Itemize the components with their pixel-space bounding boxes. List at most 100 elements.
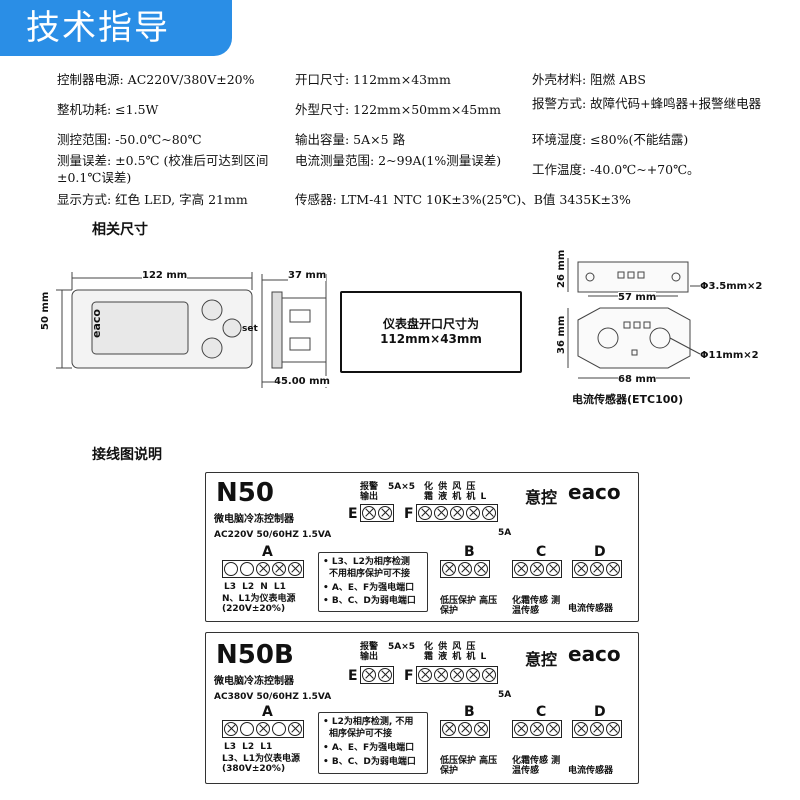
n50-supply: AC220V 50/60HZ 1.5VA xyxy=(214,530,332,540)
ct-dim-36: 36 mm xyxy=(556,315,567,354)
n50-letter-c: C xyxy=(536,544,547,560)
n50b-terminal-c xyxy=(512,720,562,738)
spec-power: 控制器电源: AC220V/380V±20% xyxy=(57,72,255,87)
spec-worktemp: 工作温度: -40.0℃~+70℃。 xyxy=(532,162,700,177)
n50-terminal-b xyxy=(440,560,490,578)
n50-letter-b: B xyxy=(464,544,475,560)
front-logo: eaco xyxy=(89,309,103,338)
dim-depth-45: 45.00 mm xyxy=(274,376,330,387)
dims-section-title: 相关尺寸 xyxy=(92,222,148,238)
n50b-terminal-f xyxy=(416,666,498,684)
n50-note1: • L3、L2为相序检测 xyxy=(323,557,410,567)
n50b-f-amp: 5A xyxy=(498,690,512,700)
n50-terminal-a xyxy=(222,560,304,578)
n50-f-labels2: 霜 液 机 机 L xyxy=(424,492,488,502)
n50-terminal-c xyxy=(512,560,562,578)
spec-humidity: 环境湿度: ≤80%(不能结露) xyxy=(532,132,689,147)
n50b-model: N50B xyxy=(216,640,294,670)
n50-terminal-f xyxy=(416,504,498,522)
ct-hole-large: Φ11mm×2 xyxy=(700,350,759,361)
n50-letter-f: F xyxy=(404,506,414,522)
n50-brand-cn: 意控 xyxy=(525,488,558,507)
dim-depth-37: 37 mm xyxy=(288,270,327,281)
n50b-terminal-d xyxy=(572,720,622,738)
n50b-f-labels2: 霜 液 机 机 L xyxy=(424,652,488,662)
n50b-note1: • L2为相序检测, 不用 xyxy=(323,717,414,727)
spec-opening: 开口尺寸: 112mm×43mm xyxy=(295,72,451,87)
n50-letter-d: D xyxy=(594,544,606,560)
n50-note2: 不用相序保护可不接 xyxy=(329,569,411,579)
n50-a-pins: L3 L2 N L1 xyxy=(224,582,286,592)
n50-brand-en: eaco xyxy=(568,480,621,504)
n50b-letter-e: E xyxy=(348,668,358,684)
n50-letter-e: E xyxy=(348,506,358,522)
n50b-b-label: 低压保护 高压保护 xyxy=(440,756,498,776)
ct-name: 电流传感器(ETC100) xyxy=(572,393,684,406)
n50b-a-pins: L3 L2 L1 xyxy=(224,742,273,752)
n50b-f-labels: 化 供 风 压 xyxy=(424,642,477,652)
n50b-fa: 5A×5 xyxy=(388,642,416,652)
n50b-notes-box: • L2为相序检测, 不用 相序保护可不接 • A、E、F为强电端口 • B、C… xyxy=(318,712,428,774)
spec-alarm: 报警方式: 故障代码+蜂鸣器+报警继电器 xyxy=(532,96,762,111)
n50-note4: • B、C、D为弱电端口 xyxy=(323,596,416,606)
spec-error: 测量误差: ±0.5℃ (校准后可达到区间±0.1℃误差) xyxy=(57,153,269,185)
wiring-section-title: 接线图说明 xyxy=(92,447,162,463)
n50b-note3: • A、E、F为强电端口 xyxy=(323,743,415,753)
n50-a-note: N、L1为仪表电源 (220V±20%) xyxy=(222,594,296,614)
n50b-desc: 微电脑冷冻控制器 xyxy=(214,676,294,687)
n50-notes-box: • L3、L2为相序检测 不用相序保护可不接 • A、E、F为强电端口 • B、… xyxy=(318,552,428,612)
spec-display: 显示方式: 红色 LED, 字高 21mm xyxy=(57,192,248,207)
n50b-alarm-out: 报警输出 xyxy=(360,642,379,662)
dim-width: 122 mm xyxy=(142,270,188,281)
n50-note3: • A、E、F为强电端口 xyxy=(323,583,415,593)
spec-material: 外壳材料: 阻燃 ABS xyxy=(532,72,646,87)
n50b-note4: • B、C、D为弱电端口 xyxy=(323,757,416,767)
n50b-supply: AC380V 50/60HZ 1.5VA xyxy=(214,692,332,702)
n50b-letter-d: D xyxy=(594,704,606,720)
n50b-letter-a: A xyxy=(262,704,273,720)
spec-sensor: 传感器: LTM-41 NTC 10K±3%(25℃)、B值 3435K±3% xyxy=(295,192,631,207)
panel-cutout-line2: 112mm×43mm xyxy=(380,332,482,346)
spec-outline: 外型尺寸: 122mm×50mm×45mm xyxy=(295,102,501,117)
n50-f-labels: 化 供 风 压 xyxy=(424,482,477,492)
panel-cutout-line1: 仪表盘开口尺寸为 xyxy=(382,317,479,331)
n50-d-label: 电流传感器 xyxy=(568,604,614,614)
ct-hole-small: Φ3.5mm×2 xyxy=(700,281,763,292)
n50-desc: 微电脑冷冻控制器 xyxy=(214,514,294,525)
n50b-brand-cn: 意控 xyxy=(525,650,558,669)
n50b-wiring-panel xyxy=(205,632,639,784)
spec-consumption: 整机功耗: ≤1.5W xyxy=(57,102,159,117)
n50b-note2: 相序保护可不接 xyxy=(329,729,393,739)
n50-letter-a: A xyxy=(262,544,273,560)
dim-height: 50 mm xyxy=(40,291,51,330)
n50-alarm-out: 报警输出 xyxy=(360,482,379,502)
n50-f-amp: 5A xyxy=(498,528,512,538)
n50b-letter-c: C xyxy=(536,704,547,720)
n50b-a-note: L3、L1为仪表电源 (380V±20%) xyxy=(222,754,300,774)
n50b-brand-en: eaco xyxy=(568,642,621,666)
spec-output: 输出容量: 5A×5 路 xyxy=(295,132,406,147)
page-title: 技术指导 xyxy=(0,0,232,56)
n50b-letter-f: F xyxy=(404,668,414,684)
n50b-terminal-e xyxy=(360,666,394,684)
n50b-terminal-b xyxy=(440,720,490,738)
n50-terminal-e xyxy=(360,504,394,522)
n50b-d-label: 电流传感器 xyxy=(568,766,614,776)
n50-model: N50 xyxy=(216,478,274,508)
ct-dim-26: 26 mm xyxy=(556,249,567,288)
set-label: set xyxy=(242,324,258,334)
n50-fa: 5A×5 xyxy=(388,482,416,492)
n50b-terminal-a xyxy=(222,720,304,738)
ct-dim-57: 57 mm xyxy=(618,292,657,303)
panel-cutout-box: 仪表盘开口尺寸为 112mm×43mm xyxy=(340,291,522,373)
n50-c-label: 化霜传感 测温传感 xyxy=(512,596,561,616)
n50-b-label: 低压保护 高压保护 xyxy=(440,596,498,616)
spec-range: 测控范围: -50.0℃~80℃ xyxy=(57,132,202,147)
n50-terminal-d xyxy=(572,560,622,578)
n50-wiring-panel xyxy=(205,472,639,622)
spec-current: 电流测量范围: 2~99A(1%测量误差) xyxy=(295,153,502,168)
n50b-c-label: 化霜传感 测温传感 xyxy=(512,756,561,776)
ct-dim-68: 68 mm xyxy=(618,374,657,385)
n50b-letter-b: B xyxy=(464,704,475,720)
